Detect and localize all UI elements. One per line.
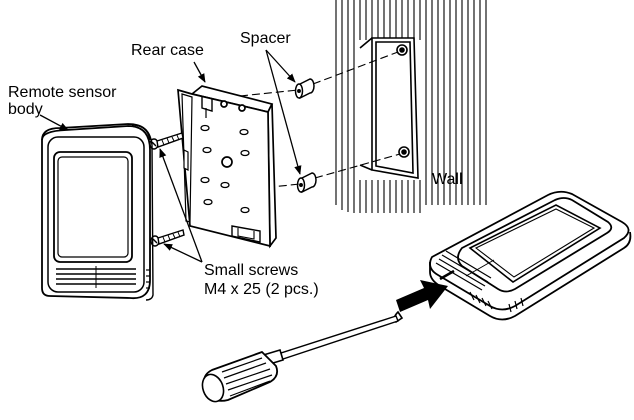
- screw-bottom: [150, 229, 185, 247]
- wall-box: [359, 37, 419, 179]
- label-remote-sensor-line2: body: [8, 101, 43, 118]
- screwdriver: [201, 310, 404, 403]
- remote-sensor-body: [41, 123, 154, 301]
- label-wall: Wall: [432, 171, 463, 188]
- screw-top: [149, 132, 184, 150]
- flat-sensor-vents: [435, 250, 495, 291]
- spacer-top: [294, 78, 315, 100]
- sensor-side-vents: [146, 269, 150, 289]
- spacer-bottom: [296, 172, 317, 194]
- label-remote-sensor-line1: Remote sensor: [8, 84, 117, 101]
- wall-hatching: [335, 0, 487, 213]
- leader-lines: [39, 49, 302, 263]
- flat-sensor-front-vents: [469, 291, 524, 313]
- label-small-screws-line2: M4 x 25 (2 pcs.): [204, 281, 319, 298]
- rear-case: [177, 85, 277, 249]
- remote-sensor-flat: [429, 190, 632, 321]
- insert-arrow: [396, 280, 448, 312]
- label-spacer: Spacer: [240, 30, 291, 47]
- label-rear-case: Rear case: [131, 42, 204, 59]
- sensor-vents: [56, 266, 136, 288]
- label-small-screws-line1: Small screws: [204, 262, 299, 279]
- rear-case-pegs: [200, 124, 250, 214]
- handle-grooves: [221, 357, 273, 397]
